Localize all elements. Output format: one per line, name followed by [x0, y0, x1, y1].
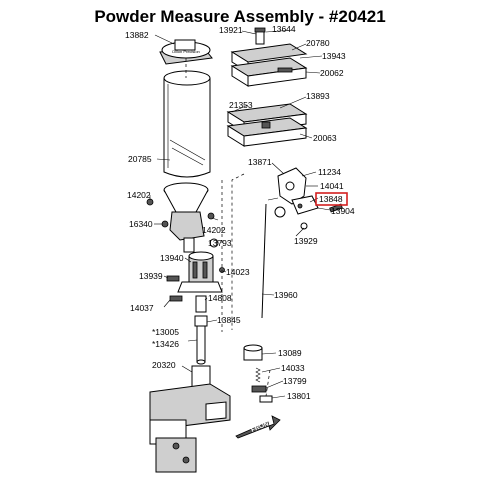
part-label: 14202: [127, 190, 151, 200]
lid-logo-text: Dillon Precision: [172, 49, 200, 54]
powder-funnel: [194, 315, 208, 365]
part-label: 21353: [229, 100, 253, 110]
part-label: 14202: [202, 225, 226, 235]
part-label: 13893: [306, 91, 330, 101]
failsafe-rod: [261, 197, 279, 319]
diagram-title: Powder Measure Assembly - #20421: [94, 7, 385, 26]
part-label: 20785: [128, 154, 152, 164]
part-label: 14033: [281, 363, 305, 373]
bushing-14808: [195, 295, 207, 313]
o-ring-13793: [209, 238, 219, 248]
part-label: 11234: [318, 167, 341, 177]
part-label: 16340: [129, 219, 153, 229]
part-label: 13801: [287, 391, 311, 401]
rod-hardware: [243, 344, 273, 403]
hopper-tube: [163, 70, 211, 178]
part-label: 13943: [322, 51, 346, 61]
part-label: 13644: [272, 24, 296, 34]
measure-bar-set-lower: [226, 103, 308, 147]
alignment-line-rod: [231, 173, 245, 330]
part-label: 13882: [125, 30, 149, 40]
part-label: 20320: [152, 360, 176, 370]
part-label: 14808: [208, 293, 232, 303]
part-label: 13939: [139, 271, 163, 281]
part-label: 13871: [248, 157, 272, 167]
hopper-funnel: [163, 182, 209, 253]
part-labels: 13882 13921 13644 20780 13943 20062 2135…: [125, 24, 355, 401]
front-arrow: FRONT: [235, 415, 281, 439]
powder-die-body: [177, 251, 223, 293]
part-label: 20780: [306, 38, 330, 48]
part-label: 14037: [130, 303, 154, 313]
alignment-line-spring: [265, 369, 271, 397]
highlight-box: [315, 192, 348, 206]
screw-14037: [169, 295, 183, 302]
part-label: 14023: [226, 267, 250, 277]
part-label: *13005: [152, 327, 179, 337]
part-label: 14041: [320, 181, 344, 191]
part-label: 13921: [219, 25, 243, 35]
part-label: 13793: [208, 238, 232, 248]
part-label: 20062: [320, 68, 344, 78]
screw-14202-b: [207, 212, 215, 220]
part-label: 13089: [278, 348, 302, 358]
toolhead-block: [149, 365, 231, 473]
part-label: *13426: [152, 339, 179, 349]
screw-16340: [161, 220, 169, 228]
measure-bar-set-upper: [230, 43, 308, 87]
part-label: 13799: [283, 376, 307, 386]
part-label: 13940: [160, 253, 184, 263]
part-label: 13929: [294, 236, 318, 246]
screw-13939: [166, 275, 180, 282]
part-label: 13845: [217, 315, 241, 325]
part-label: 13904: [331, 206, 355, 216]
adjusting-bolt: [254, 27, 266, 45]
part-label: 13960: [274, 290, 298, 300]
leader-lines: [149, 29, 331, 399]
part-label: 20063: [313, 133, 337, 143]
front-label: FRONT: [250, 419, 273, 434]
part-label-highlighted: 13848: [319, 194, 343, 204]
bellcrank-linkage: [274, 167, 343, 230]
